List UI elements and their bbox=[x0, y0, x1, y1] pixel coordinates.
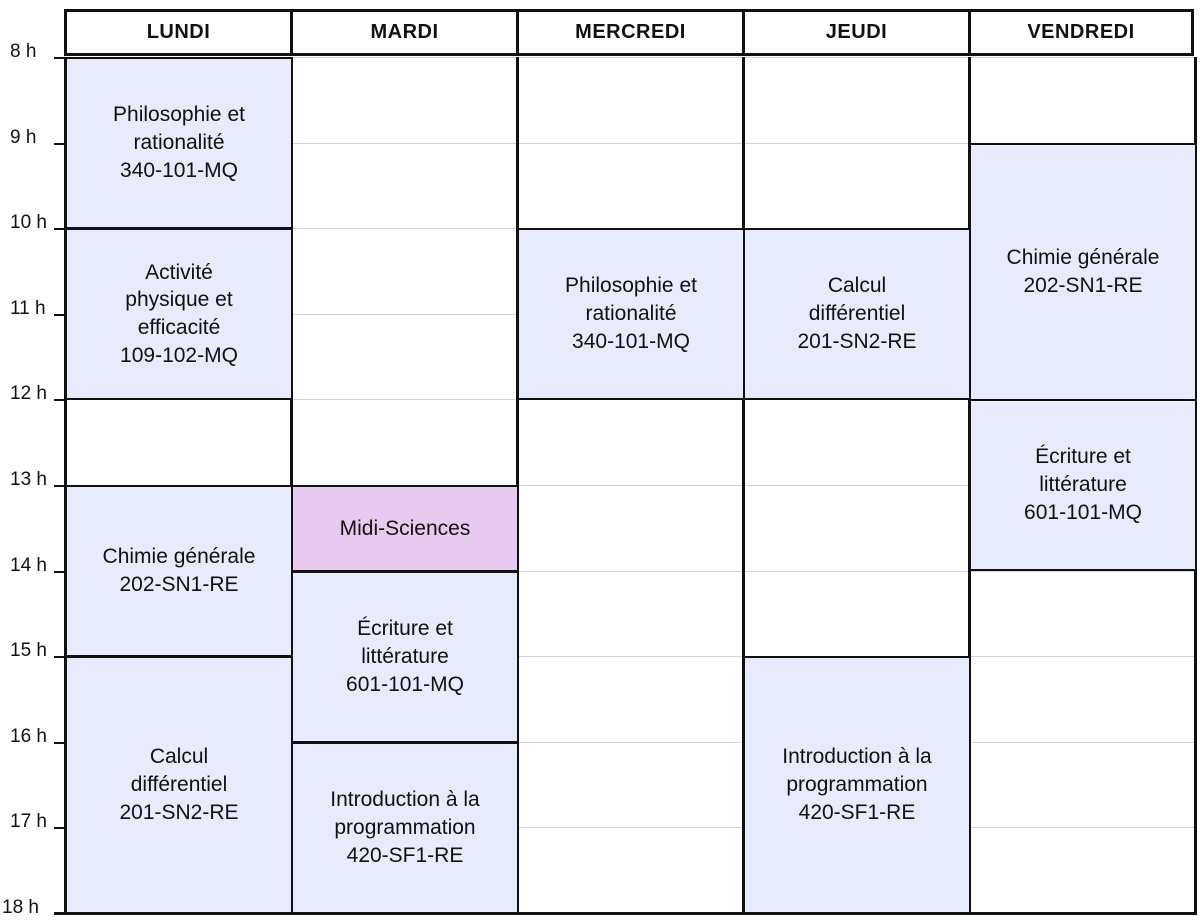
hour-tick bbox=[54, 571, 64, 573]
hour-label: 17 h bbox=[10, 811, 47, 832]
grid-bottom-border bbox=[54, 912, 1197, 915]
course-text-line: 601-101-MQ bbox=[346, 672, 464, 696]
hour-gridline bbox=[64, 143, 1194, 144]
course-text-line: rationalité bbox=[133, 131, 225, 155]
hour-label: 11 h bbox=[10, 298, 46, 319]
hour-gridline bbox=[64, 485, 1194, 486]
course-text-line: programmation bbox=[334, 816, 476, 840]
hour-label: 15 h bbox=[10, 640, 47, 661]
course-text-line: Calcul bbox=[149, 745, 209, 769]
course-block[interactable]: Calcul différentiel 201-SN2-RE bbox=[65, 656, 293, 914]
course-text-line: différentiel bbox=[808, 302, 906, 326]
course-block[interactable]: Midi-Sciences bbox=[291, 485, 519, 572]
course-text-line: 109-102-MQ bbox=[120, 343, 238, 367]
course-text-line: physique et bbox=[125, 288, 233, 312]
hour-label: 12 h bbox=[10, 383, 47, 404]
hour-tick bbox=[54, 485, 64, 487]
course-block[interactable]: Introduction à la programmation 420-SF1-RE bbox=[743, 656, 971, 914]
course-text-line: littérature bbox=[1039, 473, 1127, 497]
course-text-line: Philosophie et bbox=[565, 274, 697, 298]
column-border bbox=[742, 57, 745, 914]
course-text-line: Activité bbox=[145, 260, 213, 284]
course-block[interactable]: Activité physique et efficacité 109-102-MQ bbox=[65, 228, 293, 400]
course-text-line: rationalité bbox=[585, 302, 677, 326]
hour-gridline bbox=[64, 656, 1194, 657]
hour-tick bbox=[54, 656, 64, 658]
course-text-line: 202-SN1-RE bbox=[119, 573, 239, 596]
hour-tick bbox=[54, 399, 64, 401]
hour-label: 16 h bbox=[10, 726, 47, 747]
course-text-line: 202-SN1-RE bbox=[1023, 274, 1143, 297]
hour-label: 14 h bbox=[10, 555, 47, 576]
course-block[interactable]: Chimie générale 202-SN1-RE bbox=[65, 485, 293, 657]
hour-tick bbox=[54, 314, 64, 316]
hour-gridline bbox=[64, 742, 1194, 743]
hour-gridline bbox=[64, 571, 1194, 572]
day-header-jeudi: JEUDI bbox=[742, 9, 968, 56]
course-text-line: Chimie générale bbox=[1006, 246, 1160, 270]
hour-gridline bbox=[64, 57, 1194, 58]
course-block[interactable]: Introduction à la programmation 420-SF1-RE bbox=[291, 742, 519, 914]
hour-tick bbox=[54, 827, 64, 829]
course-text-line: 420-SF1-RE bbox=[798, 800, 916, 824]
hour-tick bbox=[54, 143, 64, 145]
course-text-line: différentiel bbox=[130, 773, 228, 797]
hour-label: 13 h bbox=[10, 469, 47, 490]
hour-label: 8 h bbox=[10, 41, 37, 62]
course-text-line: 420-SF1-RE bbox=[346, 843, 464, 867]
course-text-line: efficacité bbox=[137, 316, 221, 339]
course-text-line: 201-SN2-RE bbox=[119, 800, 239, 824]
course-block[interactable]: Philosophie et rationalité 340-101-MQ bbox=[65, 57, 293, 229]
course-block[interactable]: Chimie générale 202-SN1-RE bbox=[969, 143, 1197, 401]
day-header-mercredi: MERCREDI bbox=[516, 9, 742, 56]
day-header-lundi: LUNDI bbox=[64, 9, 290, 56]
course-text-line: Philosophie et bbox=[113, 103, 245, 127]
course-text-line: 340-101-MQ bbox=[572, 329, 690, 353]
hour-tick bbox=[54, 57, 64, 59]
day-header-mardi: MARDI bbox=[290, 9, 516, 56]
course-text-line: 601-101-MQ bbox=[1024, 500, 1142, 524]
course-block[interactable]: Écriture et littérature 601-101-MQ bbox=[969, 399, 1197, 571]
hour-label: 9 h bbox=[10, 127, 37, 148]
course-text-line: Introduction à la bbox=[782, 745, 932, 769]
course-text-line: Calcul bbox=[827, 274, 887, 298]
course-text-line: 201-SN2-RE bbox=[797, 329, 917, 353]
course-text-line: Introduction à la bbox=[330, 788, 480, 812]
course-text-line: Chimie générale bbox=[102, 545, 256, 569]
course-text-line: littérature bbox=[361, 645, 449, 669]
course-text-line: 340-101-MQ bbox=[120, 158, 238, 182]
course-block[interactable]: Calcul différentiel 201-SN2-RE bbox=[743, 228, 971, 400]
course-text-line: Midi-Sciences bbox=[339, 516, 471, 540]
hour-label: 10 h bbox=[10, 212, 47, 233]
course-text-line: Écriture et bbox=[1035, 445, 1131, 469]
hour-label: 18 h bbox=[2, 897, 39, 918]
course-text-line: Écriture et bbox=[357, 617, 453, 641]
course-block[interactable]: Philosophie et rationalité 340-101-MQ bbox=[517, 228, 745, 400]
course-block[interactable]: Écriture et littérature 601-101-MQ bbox=[291, 571, 519, 743]
course-text-line: programmation bbox=[786, 773, 928, 797]
hour-tick bbox=[54, 742, 64, 744]
day-header-vendredi: VENDREDI bbox=[968, 9, 1194, 56]
hour-tick bbox=[54, 228, 64, 230]
hour-gridline bbox=[64, 827, 1194, 828]
